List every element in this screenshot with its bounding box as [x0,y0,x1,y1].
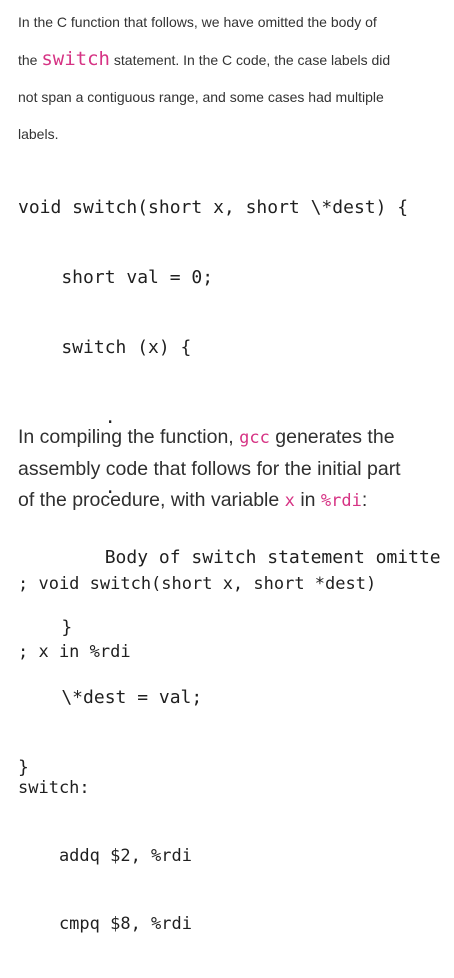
asm-code-line-3: switch: [18,778,90,798]
c-code-line-6: Body of switch statement omitted [18,547,440,568]
gcc-inline-code: gcc [239,428,270,448]
x-inline-code: x [284,491,295,511]
asm-code-block: ; void switch(short x, short *dest) ; x … [18,530,376,978]
document-page: In the C function that follows, we have … [18,4,440,934]
c-code-line-2: short val = 0; [18,267,214,288]
para2-line-3-pre: of the procedure, with variable [18,489,285,511]
para2-line-1-post: generates the [269,426,395,448]
intro-paragraph: In the C function that follows, we have … [18,4,438,153]
para2-line-3-post: : [361,489,368,511]
asm-code-line-2: ; x in %rdi [18,642,131,662]
c-code-line-4: . [18,407,116,428]
intro-line-2-post: statement. In the C code, the case label… [110,52,391,68]
switch-inline-code: switch [41,48,110,70]
para2-line-3-mid: in [294,489,321,511]
asm-code-line-1: ; void switch(short x, short *dest) [18,574,377,594]
c-code-line-1: void switch(short x, short \*dest) { [18,197,409,218]
para2-line-2: assembly code that follows for the initi… [18,458,401,480]
asm-code-line-4: addq $2, %rdi [18,846,192,866]
intro-line-2-pre: the [18,52,42,68]
c-code-block: void switch(short x, short \*dest) { sho… [18,152,440,824]
asm-blank-line [18,706,376,734]
compile-paragraph: In compiling the function, gcc generates… [18,422,438,517]
c-code-line-5: . [18,477,116,498]
para2-line-3: of the procedure, with variable x in %rd… [18,485,438,517]
rdi-inline-code: %rdi [320,491,362,511]
intro-line-1: In the C function that follows, we have … [18,14,377,30]
intro-line-4: labels. [18,126,59,142]
intro-line-2: the switch statement. In the C code, the… [18,41,438,79]
para2-line-1-pre: In compiling the function, [18,426,240,448]
asm-code-line-5: cmpq $8, %rdi [18,914,192,934]
c-code-line-3: switch (x) { [18,337,192,358]
c-code-line-7: } [18,617,73,638]
intro-line-3: not span a contiguous range, and some ca… [18,89,384,105]
para2-line-1: In compiling the function, gcc generates… [18,422,438,454]
